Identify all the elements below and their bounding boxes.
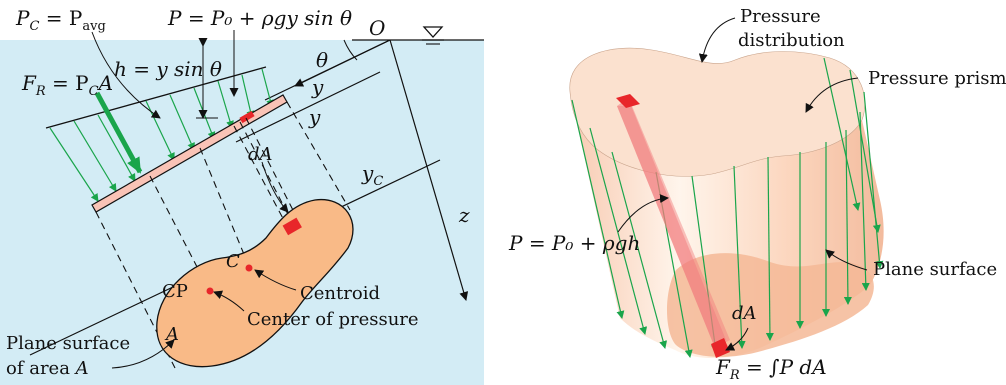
dA-element bbox=[282, 217, 302, 236]
plate-element-dA-edge bbox=[239, 110, 255, 124]
pressure-arrow bbox=[49, 127, 99, 202]
center-of-pressure-label: Center of pressure bbox=[247, 309, 419, 330]
prism-arrow bbox=[733, 165, 746, 349]
pressure-arrow bbox=[169, 94, 195, 151]
prism-arrow bbox=[849, 69, 881, 233]
prism-p-equation: P = P₀ + ρgh bbox=[508, 231, 640, 255]
pc-equation: PC = Pavg bbox=[15, 6, 106, 34]
y-line bbox=[235, 71, 381, 143]
prism-arrow bbox=[859, 111, 870, 291]
y-axis-label: y bbox=[311, 75, 324, 99]
pressure-distribution-label-line1: Pressure bbox=[740, 6, 821, 27]
theta-label: θ bbox=[316, 48, 328, 72]
z-axis bbox=[389, 39, 469, 301]
pressure-arrow bbox=[241, 74, 255, 119]
resultant-force-arrow bbox=[94, 91, 143, 174]
yc-label: yC bbox=[361, 161, 383, 189]
z-axis-label: z bbox=[458, 203, 470, 227]
centroid-C-label: C bbox=[226, 251, 240, 272]
pressure-arrow bbox=[217, 80, 234, 129]
origin-label: O bbox=[369, 16, 385, 40]
h-dimension bbox=[196, 38, 218, 119]
area-A-label: A bbox=[164, 324, 179, 345]
plane-surface-shape bbox=[156, 199, 354, 368]
left-panel: PC = Pavg P = P₀ + ρgy sin θ O θ h = y s… bbox=[0, 6, 484, 385]
prism-resultant-equation: FR = ∫P dA bbox=[715, 355, 827, 383]
pressure-boundary bbox=[45, 66, 267, 129]
y-axis-line bbox=[294, 39, 391, 87]
y-distance-label: y bbox=[308, 105, 321, 129]
pressure-distribution-label-line2: distribution bbox=[738, 30, 845, 51]
prism-dA-label: dA bbox=[732, 303, 757, 324]
p-equation: P = P₀ + ρgy sin θ bbox=[167, 6, 352, 30]
dA-column bbox=[616, 94, 730, 358]
centroid-point bbox=[245, 264, 253, 272]
pressure-arrow bbox=[73, 120, 117, 192]
theta-arc bbox=[343, 39, 358, 61]
right-panel: Pressure distribution Pressure prism Pla… bbox=[508, 6, 1006, 383]
dA-label: dA bbox=[248, 144, 273, 165]
plane-surface-label-line2: of area A bbox=[6, 358, 89, 379]
prism-arrow bbox=[765, 156, 774, 341]
right-leaders bbox=[617, 17, 868, 351]
center-of-pressure-point bbox=[206, 287, 214, 295]
pressure-prism-label: Pressure prism bbox=[868, 68, 1006, 89]
centroid-label: Centroid bbox=[300, 283, 380, 304]
prism-arrow bbox=[571, 99, 625, 319]
h-equation: h = y sin θ bbox=[114, 57, 222, 81]
prism-pressure-arrows bbox=[571, 57, 884, 358]
CP-label: CP bbox=[162, 281, 188, 302]
prism-arrow bbox=[611, 151, 668, 349]
plane-surface-label: Plane surface bbox=[873, 259, 997, 280]
plane-surface-label-line1: Plane surface bbox=[6, 333, 130, 354]
left-leaders bbox=[91, 31, 297, 369]
prism-arrow bbox=[863, 91, 884, 269]
pressure-arrow bbox=[261, 68, 275, 108]
prism-arrow bbox=[823, 57, 861, 211]
resultant-force-equation: FR = PCA bbox=[21, 71, 113, 99]
prism-arrow bbox=[589, 127, 648, 335]
pressure-arrows bbox=[49, 68, 275, 202]
